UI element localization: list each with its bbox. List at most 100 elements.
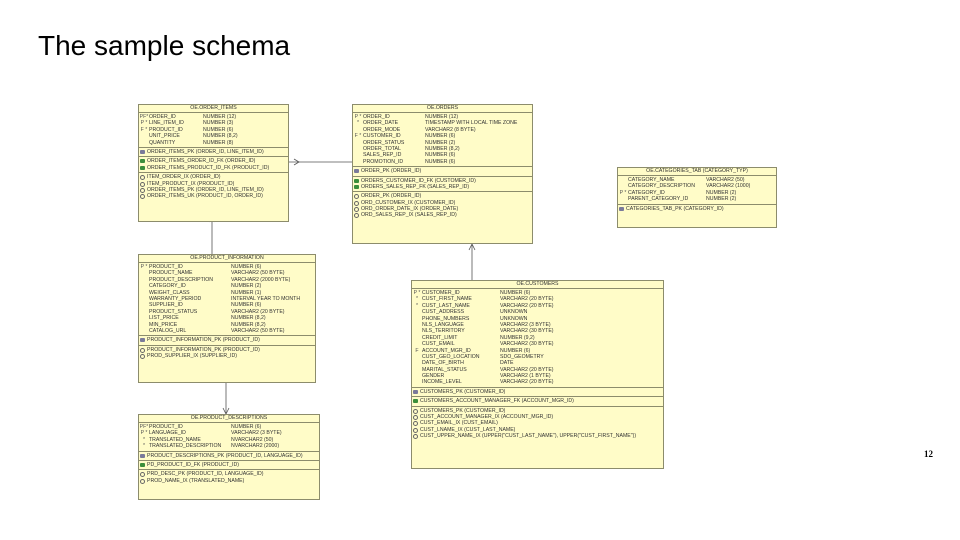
primary-key-row-label: CUSTOMERS_PK (CUSTOMER_ID) (420, 388, 506, 395)
pk-section: ORDER_PK (ORDER_ID) (353, 167, 532, 177)
index-row[interactable]: ITEM_ORDER_IX (ORDER_ID) (139, 174, 288, 181)
column-type: VARCHAR2 (20 BYTE) (500, 296, 554, 303)
foreign-key-row[interactable]: ORDERS_SALES_REP_FK (SALES_REP_ID) (353, 184, 532, 190)
column-name: UNIT_PRICE (149, 133, 180, 140)
foreign-key-row[interactable]: PD_PRODUCT_ID_FK (PRODUCT_ID) (139, 462, 319, 468)
index-row[interactable]: ORD_SALES_REP_IX (SALES_REP_ID) (353, 212, 532, 219)
index-row[interactable]: CUST_UPPER_NAME_IX (UPPER("CUST_LAST_NAM… (412, 433, 663, 440)
column-type: NUMBER (12) (203, 114, 237, 120)
table-categories-tab[interactable]: OE.CATEGORIES_TAB (CATEGORY_TYP)CATEGORY… (617, 167, 777, 228)
column-type: NUMBER (2) (706, 196, 737, 203)
foreign-key-row[interactable]: ORDER_ITEMS_PRODUCT_ID_FK (PRODUCT_ID) (139, 165, 288, 171)
index-row[interactable]: CUSTOMERS_PK (CUSTOMER_ID) (412, 408, 663, 414)
foreign-key-row[interactable]: CUSTOMERS_ACCOUNT_MANAGER_FK (ACCOUNT_MG… (412, 398, 663, 404)
index-row[interactable]: ORDER_PK (ORDER_ID) (353, 193, 532, 200)
foreign-key-row[interactable]: ORDERS_CUSTOMER_ID_FK (CUSTOMER_ID) (353, 178, 532, 184)
index-row[interactable]: ORDER_ITEMS_UK (PRODUCT_ID, ORDER_ID) (139, 193, 288, 200)
column-name: CUST_GEO_LOCATION (422, 353, 480, 360)
foreign-key-row-label: CUSTOMERS_ACCOUNT_MANAGER_FK (ACCOUNT_MG… (420, 398, 574, 405)
column-flag: P * (619, 189, 627, 196)
index-row[interactable]: PROD_NAME_IX (TRANSLATED_NAME) (139, 478, 319, 484)
foreign-key-row[interactable]: ORDER_ITEMS_ORDER_ID_FK (ORDER_ID) (139, 158, 288, 164)
column-type: NUMBER (6) (425, 133, 456, 140)
pk-section: ORDER_ITEMS_PK (ORDER_ID, LINE_ITEM_ID) (139, 148, 288, 158)
index-row-label: ITEM_PRODUCT_IX (PRODUCT_ID) (147, 180, 235, 187)
index-row[interactable]: ITEM_PRODUCT_IX (PRODUCT_ID) (139, 181, 288, 187)
index-row[interactable]: CUST_LNAME_IX (CUST_LAST_NAME) (412, 427, 663, 433)
column-flag: P * (354, 114, 362, 120)
table-header: OE.CATEGORIES_TAB (CATEGORY_TYP) (618, 168, 776, 176)
index-row[interactable]: CUST_EMAIL_IX (CUST_EMAIL) (412, 420, 663, 427)
index-row[interactable]: CUST_ACCOUNT_MANAGER_IX (ACCOUNT_MGR_ID) (412, 414, 663, 421)
primary-key-row[interactable]: ORDER_PK (ORDER_ID) (353, 168, 532, 174)
index-row[interactable]: ORD_ORDER_DATE_IX (ORDER_DATE) (353, 206, 532, 213)
primary-key-row[interactable]: CUSTOMERS_PK (CUSTOMER_ID) (412, 389, 663, 395)
idx-section: ITEM_ORDER_IX (ORDER_ID)ITEM_PRODUCT_IX … (139, 173, 288, 201)
column-type: NUMBER (8,2) (231, 315, 266, 322)
column-flag: * (142, 436, 146, 443)
column-name: TRANSLATED_DESCRIPTION (149, 443, 222, 450)
index-row[interactable]: PRODUCT_INFORMATION_PK (PRODUCT_ID) (139, 347, 315, 353)
index-row[interactable]: ORDER_ITEMS_PK (ORDER_ID, LINE_ITEM_ID) (139, 187, 288, 193)
primary-key-row[interactable]: ORDER_ITEMS_PK (ORDER_ID, LINE_ITEM_ID) (139, 149, 288, 155)
primary-key-row[interactable]: PRODUCT_DESCRIPTIONS_PK (PRODUCT_ID, LAN… (139, 453, 319, 459)
index-row[interactable]: PRD_DESC_PK (PRODUCT_ID, LANGUAGE_ID) (139, 471, 319, 478)
index-row[interactable]: PROD_SUPPLIER_IX (SUPPLIER_ID) (139, 353, 315, 360)
primary-key-row[interactable]: CATEGORIES_TAB_PK (CATEGORY_ID) (618, 206, 776, 212)
index-row[interactable]: ORD_CUSTOMER_IX (CUSTOMER_ID) (353, 200, 532, 206)
primary-key-row[interactable]: PRODUCT_INFORMATION_PK (PRODUCT_ID) (139, 337, 315, 343)
